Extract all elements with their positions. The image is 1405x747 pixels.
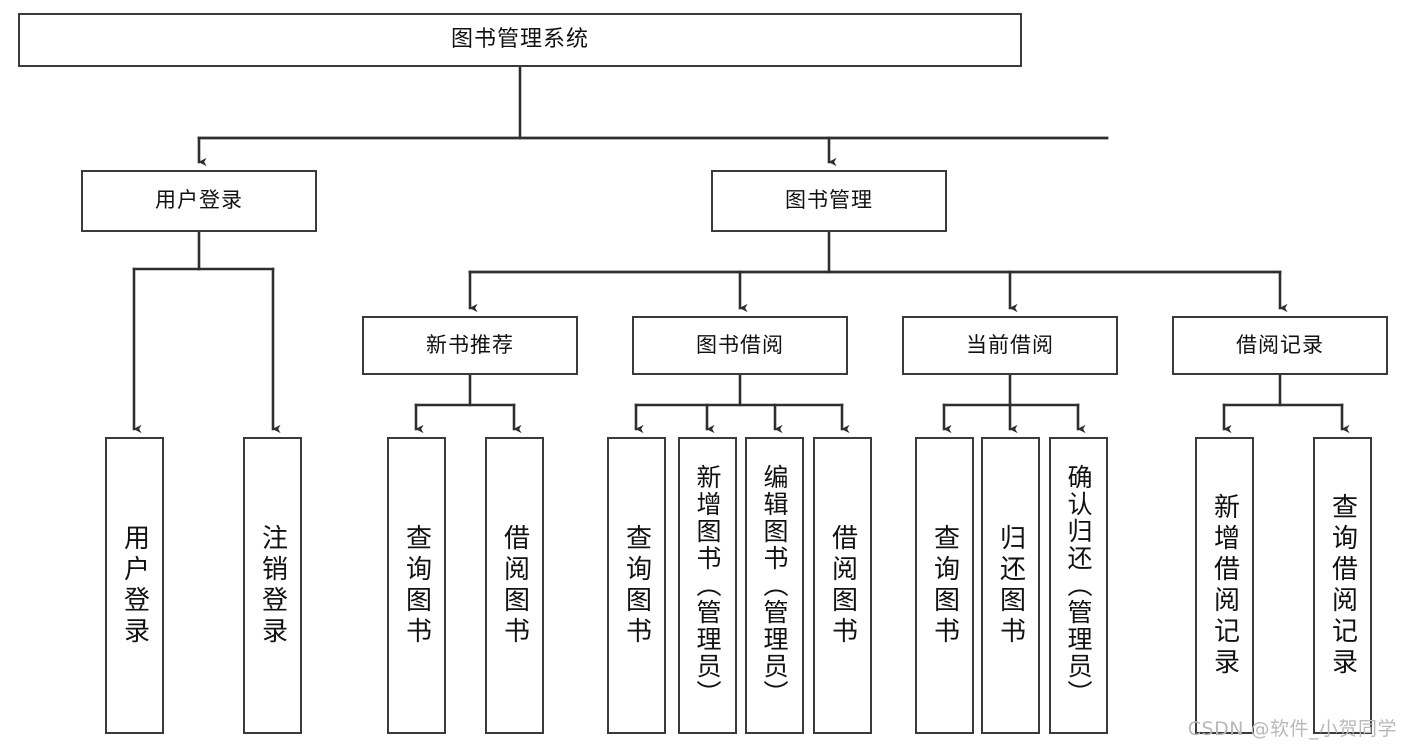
node-current-borrow[interactable]: 当前借阅 <box>902 316 1118 375</box>
node-leaf-borrow-book-1-label: 借阅图书 <box>499 523 530 648</box>
node-leaf-add-book-label: 新增图书（管理员） <box>693 464 722 707</box>
node-root[interactable]: 图书管理系统 <box>18 13 1022 67</box>
node-leaf-confirm-return-label: 确认归还（管理员） <box>1064 464 1093 707</box>
node-user-login[interactable]: 用户登录 <box>81 170 317 232</box>
node-user-login-label: 用户登录 <box>155 188 243 213</box>
node-root-label: 图书管理系统 <box>450 26 589 52</box>
node-leaf-return-book-label: 归还图书 <box>995 523 1026 648</box>
node-leaf-logout-label: 注销登录 <box>257 523 288 648</box>
node-leaf-add-book[interactable]: 新增图书（管理员） <box>678 437 737 734</box>
node-leaf-edit-book[interactable]: 编辑图书（管理员） <box>745 437 804 734</box>
node-borrow-record[interactable]: 借阅记录 <box>1172 316 1388 375</box>
node-leaf-borrow-book-2-label: 借阅图书 <box>827 523 858 648</box>
node-leaf-confirm-return[interactable]: 确认归还（管理员） <box>1049 437 1108 734</box>
node-borrow-record-label: 借阅记录 <box>1236 332 1324 357</box>
node-leaf-user-login[interactable]: 用户登录 <box>105 437 164 734</box>
node-leaf-query-book-1[interactable]: 查询图书 <box>387 437 446 734</box>
node-leaf-add-record[interactable]: 新增借阅记录 <box>1195 437 1254 734</box>
node-leaf-query-book-1-label: 查询图书 <box>401 523 432 648</box>
node-book-manage[interactable]: 图书管理 <box>711 170 947 232</box>
node-leaf-query-record-label: 查询借阅记录 <box>1327 492 1358 679</box>
node-book-borrow[interactable]: 图书借阅 <box>632 316 848 375</box>
node-book-borrow-label: 图书借阅 <box>696 332 784 357</box>
node-new-book-recommend[interactable]: 新书推荐 <box>362 316 578 375</box>
node-leaf-borrow-book-1[interactable]: 借阅图书 <box>485 437 544 734</box>
node-current-borrow-label: 当前借阅 <box>966 332 1054 357</box>
node-book-manage-label: 图书管理 <box>785 188 873 213</box>
node-leaf-user-login-label: 用户登录 <box>119 523 150 648</box>
node-leaf-query-book-3-label: 查询图书 <box>929 523 960 648</box>
node-leaf-borrow-book-2[interactable]: 借阅图书 <box>813 437 872 734</box>
node-leaf-edit-book-label: 编辑图书（管理员） <box>760 464 789 707</box>
node-leaf-query-record[interactable]: 查询借阅记录 <box>1313 437 1372 734</box>
node-leaf-return-book[interactable]: 归还图书 <box>981 437 1040 734</box>
node-leaf-logout[interactable]: 注销登录 <box>243 437 302 734</box>
node-leaf-add-record-label: 新增借阅记录 <box>1209 492 1240 679</box>
watermark: CSDN @软件_小贺同学 <box>1187 718 1397 740</box>
node-leaf-query-book-2[interactable]: 查询图书 <box>607 437 666 734</box>
node-new-book-recommend-label: 新书推荐 <box>426 332 514 357</box>
node-leaf-query-book-2-label: 查询图书 <box>621 523 652 648</box>
node-leaf-query-book-3[interactable]: 查询图书 <box>915 437 974 734</box>
